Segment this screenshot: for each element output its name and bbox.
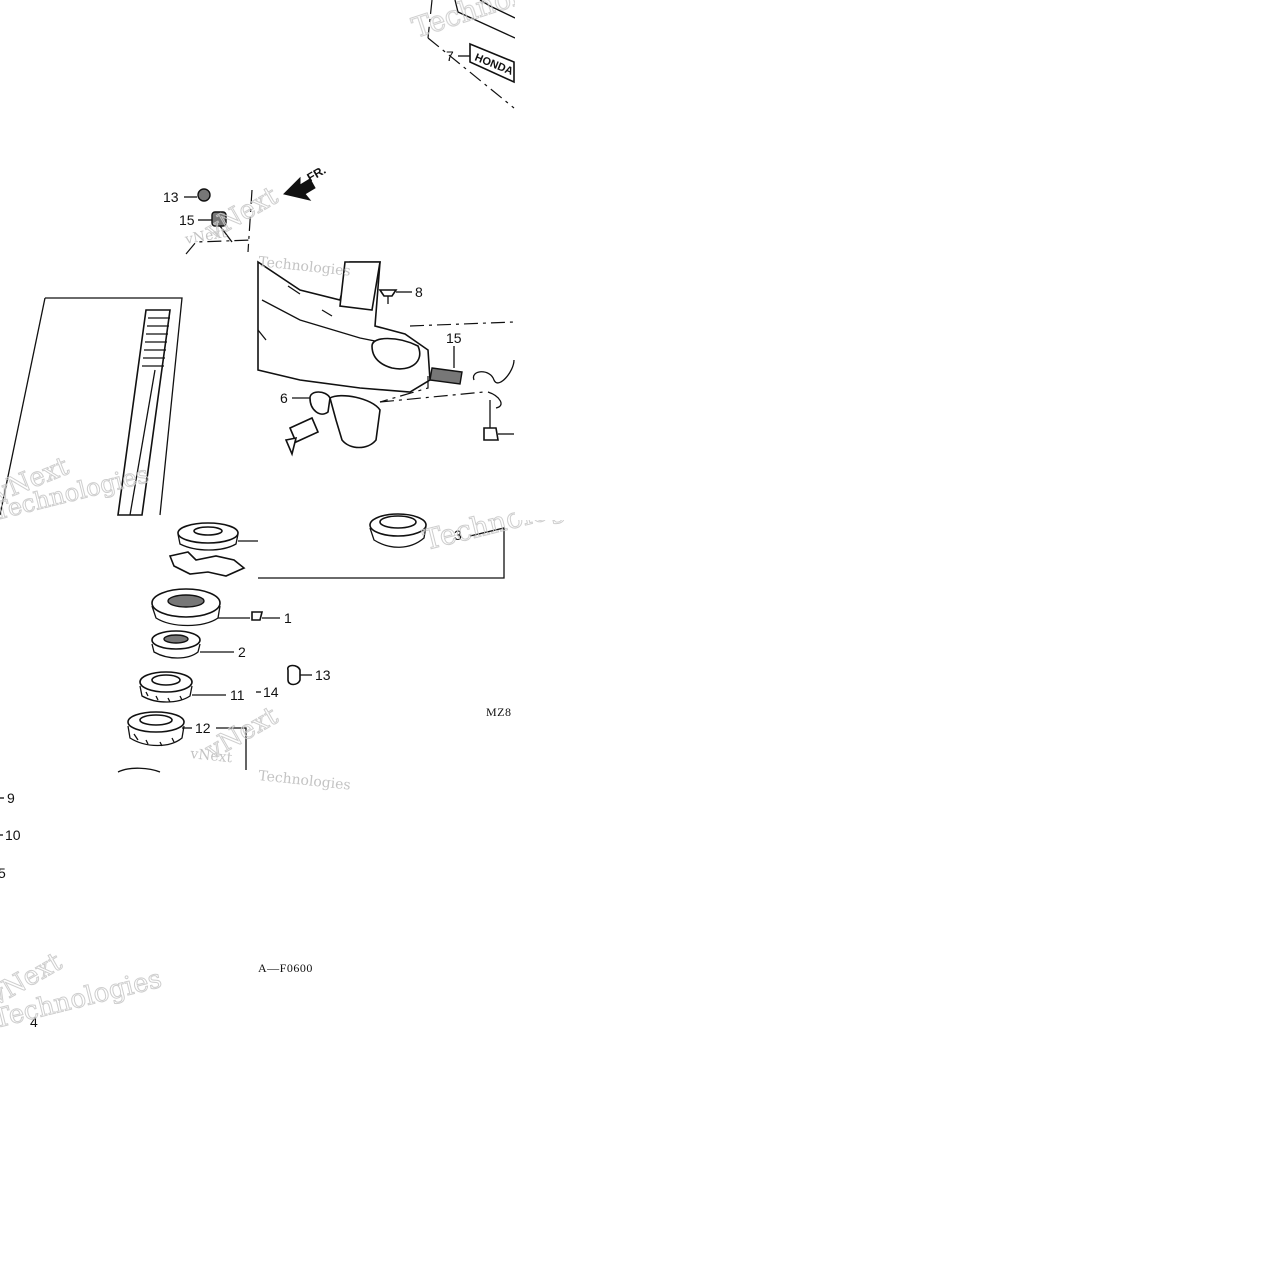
cable-guide bbox=[379, 359, 515, 441]
callout-7: 7 bbox=[446, 48, 454, 64]
steering-stem-panel bbox=[0, 297, 183, 516]
top-bridge-fragment bbox=[257, 260, 431, 393]
model-code: MZ8 bbox=[486, 705, 512, 719]
callout-5: 5 bbox=[0, 865, 6, 881]
callout-12: 12 bbox=[195, 720, 211, 736]
figure-code: A—F0600 bbox=[258, 961, 313, 975]
locknut-washer bbox=[168, 522, 258, 577]
bearing-11: 11 14 bbox=[139, 671, 279, 703]
blank-area-lower bbox=[515, 690, 1285, 1285]
dust-seal-2: 2 bbox=[151, 630, 246, 660]
callout-1: 1 bbox=[284, 610, 292, 626]
blank-area bbox=[515, 0, 1285, 520]
watermark-line1: vNext bbox=[189, 746, 234, 766]
callout-15-top: 15 bbox=[179, 212, 195, 228]
bearing-race-12: 12 bbox=[117, 711, 247, 773]
left-edge-callouts: 9 10 5 4 bbox=[0, 790, 38, 1030]
front-arrow-icon bbox=[283, 176, 316, 201]
watermark-line1: vNext bbox=[200, 181, 284, 247]
bearing-seal-3: 3 bbox=[258, 513, 505, 579]
watermark-line1: vNext bbox=[183, 225, 228, 248]
plug-13-low: 13 bbox=[287, 664, 331, 686]
callout-2: 2 bbox=[238, 644, 246, 660]
top-hardware: 13 15 bbox=[163, 188, 253, 255]
callout-3: 3 bbox=[454, 527, 462, 543]
watermark-line1: vNext bbox=[200, 701, 284, 767]
emblem-panel-fragment: HONDA 7 bbox=[427, 0, 516, 109]
callout-14: 14 bbox=[263, 684, 279, 700]
callout-6: 6 bbox=[280, 390, 288, 406]
callout-13-low: 13 bbox=[315, 667, 331, 683]
callout-15-mid: 15 bbox=[446, 330, 462, 346]
callout-10: 10 bbox=[5, 827, 21, 843]
callout-13-top: 13 bbox=[163, 189, 179, 205]
callout-9: 9 bbox=[7, 790, 15, 806]
watermark-line2: Technologies bbox=[258, 768, 352, 794]
adjusting-nut: 1 bbox=[151, 588, 292, 627]
callout-8: 8 bbox=[415, 284, 423, 300]
bolt-15-mid: 15 bbox=[379, 321, 515, 403]
honda-emblem: HONDA bbox=[469, 42, 515, 84]
callout-11: 11 bbox=[230, 687, 245, 703]
ignition-switch-6: 6 bbox=[280, 390, 381, 457]
callout-4: 4 bbox=[30, 1014, 38, 1030]
bolt-8: 8 bbox=[378, 284, 423, 304]
front-direction-indicator: FR. bbox=[283, 163, 328, 201]
